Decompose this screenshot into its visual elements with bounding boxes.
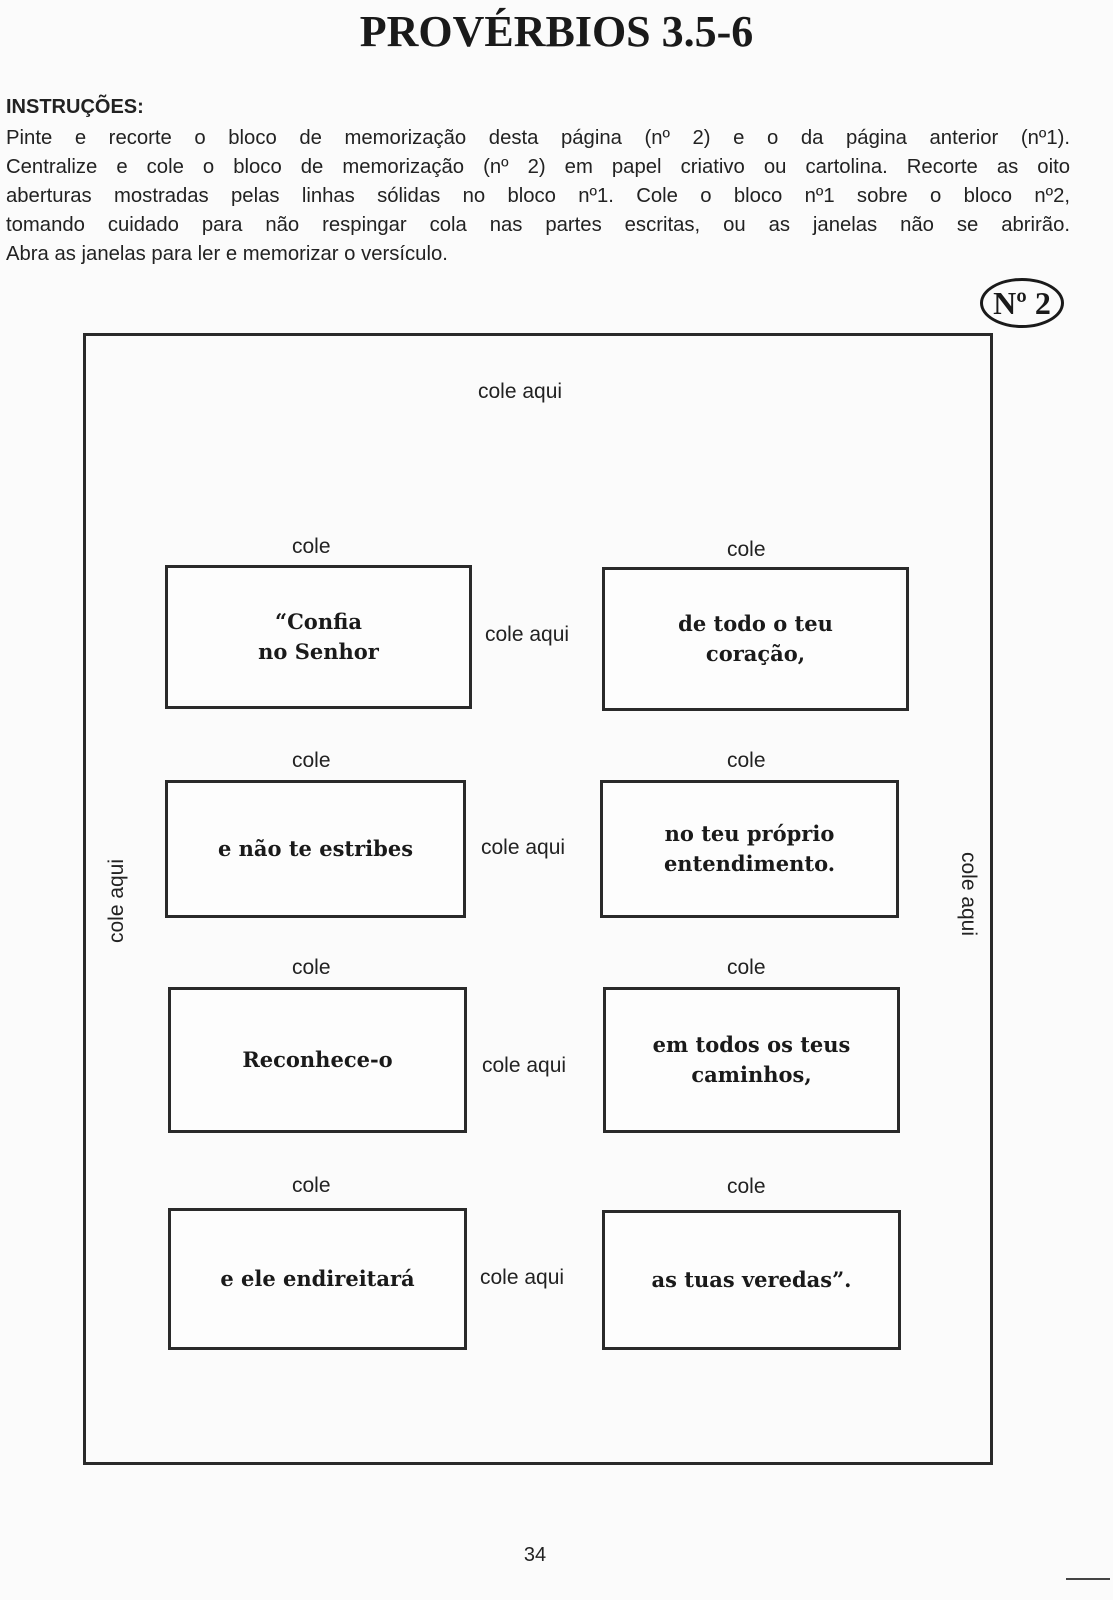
instructions-line: aberturas mostradas pelas linhas sólidas… <box>6 185 1070 207</box>
glue-label-right: cole aqui <box>957 851 980 937</box>
verse-window: de todo o teu coração, <box>602 567 909 711</box>
page-title: PROVÉRBIOS 3.5-6 <box>359 7 754 56</box>
verse-window: Reconhece-o <box>168 987 467 1133</box>
memorization-block-frame <box>83 333 993 1465</box>
glue-label-middle: cole aqui <box>481 836 566 859</box>
verse-window: e ele endireitará <box>168 1208 467 1350</box>
glue-label-above-box: cole <box>292 749 331 772</box>
glue-label-above-box: cole <box>727 538 766 561</box>
glue-label-above-box: cole <box>727 749 766 772</box>
instructions-heading: INSTRUÇÕES: <box>6 96 144 118</box>
glue-label-left: cole aqui <box>105 858 128 944</box>
glue-label-above-box: cole <box>292 1174 331 1197</box>
glue-label-above-box: cole <box>292 535 331 558</box>
page-number: 34 <box>523 1544 547 1566</box>
instructions-body: Pinte e recorte o bloco de memorização d… <box>6 124 1070 269</box>
glue-label-above-box: cole <box>727 1175 766 1198</box>
instructions-line: Abra as janelas para ler e memorizar o v… <box>6 243 448 265</box>
verse-window: as tuas veredas”. <box>602 1210 901 1350</box>
block-number-badge: Nº 2 <box>980 278 1064 328</box>
glue-label-middle: cole aqui <box>480 1266 565 1289</box>
instructions-line: Pinte e recorte o bloco de memorização d… <box>6 127 1070 149</box>
verse-window: no teu próprio entendimento. <box>600 780 899 918</box>
glue-label-above-box: cole <box>292 956 331 979</box>
glue-label-middle: cole aqui <box>485 623 570 646</box>
verse-window: em todos os teus caminhos, <box>603 987 900 1133</box>
glue-label-top: cole aqui <box>478 380 563 403</box>
instructions-line: tomando cuidado para não respingar cola … <box>6 214 1070 236</box>
corner-mark <box>1066 1578 1110 1580</box>
glue-label-middle: cole aqui <box>482 1054 567 1077</box>
verse-window: e não te estribes <box>165 780 466 918</box>
glue-label-above-box: cole <box>727 956 766 979</box>
verse-window: “Confia no Senhor <box>165 565 472 709</box>
instructions-line: Centralize e cole o bloco de memorização… <box>6 156 1070 178</box>
